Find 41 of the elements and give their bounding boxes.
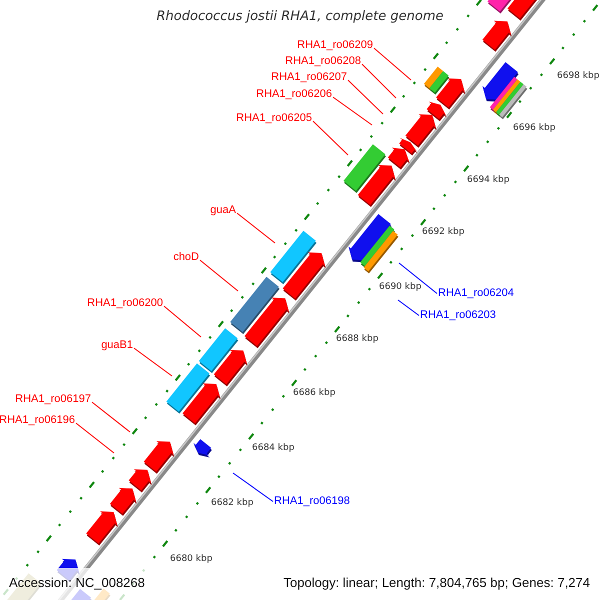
gene-label: RHA1_ro06209 [297, 39, 373, 52]
leader-line [332, 96, 372, 126]
map-title: Rhodococcus jostii RHA1, complete genome [156, 9, 444, 24]
leader-line [92, 402, 130, 432]
gene-label: RHA1_ro06203 [420, 309, 496, 322]
leader-line [398, 262, 438, 294]
leader-line [348, 80, 384, 114]
scale-tick-label: 6698 kbp [557, 71, 600, 82]
gene-label: guaA [210, 204, 236, 217]
leader-line [200, 260, 238, 292]
scale-tick-label: 6696 kbp [513, 123, 556, 134]
gene-label: RHA1_ro06205 [236, 112, 312, 125]
gene-label: RHA1_ro06196 [0, 414, 75, 427]
scale-tick-label: 6690 kbp [379, 282, 422, 293]
gene-label: RHA1_ro06200 [87, 297, 163, 310]
gene-label: RHA1_ro06207 [271, 71, 347, 84]
leader-line [76, 422, 114, 454]
scale-tick-label: 6682 kbp [211, 498, 254, 509]
gene-label: RHA1_ro06206 [256, 88, 332, 101]
leader-line [398, 300, 420, 316]
leader-line [232, 472, 274, 502]
scale-tick-label: 6692 kbp [422, 227, 464, 238]
gene-label: choD [173, 251, 199, 264]
gene-label: RHA1_ro06197 [15, 393, 91, 406]
scale-tick-label: 6694 kbp [467, 175, 510, 186]
leader-line [374, 48, 412, 80]
leader-line [312, 120, 348, 156]
gene-label: RHA1_ro06208 [285, 55, 361, 68]
scale-tick-label: 6680 kbp [170, 554, 212, 565]
accession-text: Accession: NC_008268 [9, 575, 145, 590]
genome-stats-text: Topology: linear; Length: 7,804,765 bp; Genes: 7,274 [284, 575, 590, 590]
gene-label: RHA1_ro06198 [274, 495, 350, 508]
scale-tick-label: 6684 kbp [252, 443, 294, 454]
gene-label: RHA1_ro06204 [438, 287, 514, 300]
leader-line [236, 212, 276, 244]
leader-line [362, 64, 396, 98]
scale-tick-label: 6688 kbp [336, 334, 378, 345]
leader-line [134, 348, 172, 376]
leader-line [164, 306, 202, 338]
gene-label: guaB1 [101, 339, 133, 352]
scale-tick-label: 6686 kbp [293, 388, 336, 399]
